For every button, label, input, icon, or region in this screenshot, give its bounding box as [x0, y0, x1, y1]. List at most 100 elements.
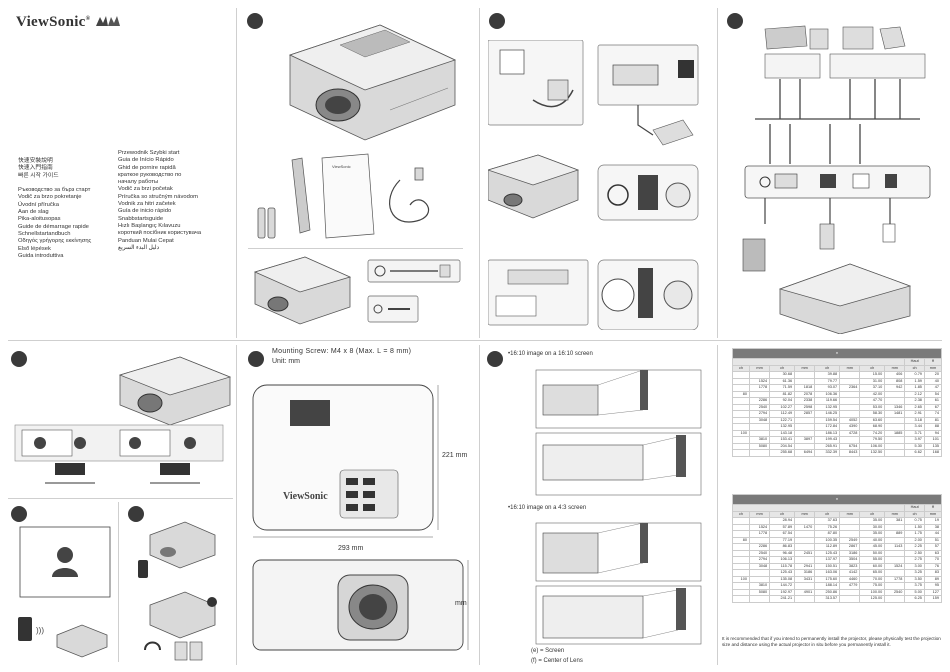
table-cell: 255.68 [769, 449, 796, 457]
svg-text:ViewSonic: ViewSonic [283, 491, 328, 502]
table-cell: 3431 [794, 575, 816, 583]
divider [717, 8, 718, 338]
step-number-icon [128, 506, 144, 522]
brand-name: ViewSonic [16, 14, 86, 30]
image-adjust-illustration [14, 356, 232, 484]
table-cell: 89 [923, 575, 943, 583]
language-left-item: Első lépések [18, 245, 51, 252]
language-right-item: Ghid de pornire rapidă [118, 164, 176, 171]
table-cell [732, 449, 750, 457]
table-cell: 83 [923, 569, 943, 577]
language-right-item: Panduan Mulai Cepat [118, 237, 174, 244]
table-cell [794, 536, 816, 544]
table1-header-ff: ff [931, 359, 934, 363]
table-cell [884, 549, 906, 557]
table-cell: 241.21 [769, 595, 796, 603]
table-cell [732, 595, 750, 603]
table-cell: 2549 [839, 536, 861, 544]
table-cell: 6.62 [904, 449, 925, 457]
table-cell [839, 517, 861, 525]
step-number-icon [248, 351, 264, 367]
language-right-item: Guia de Início Rápido [118, 157, 174, 164]
table-cell: 2286 [748, 543, 771, 551]
table-cell [884, 449, 906, 457]
table-cell: 38 [923, 523, 943, 531]
table-cell: 2540 [748, 549, 771, 557]
language-right-item: короткий посібник користувача [118, 230, 202, 237]
table-cell: 3810 [748, 582, 771, 590]
table-cell: 95 [923, 582, 943, 590]
bluetooth-audio-illustration [138, 521, 217, 661]
language-left-item: Aan de slag [18, 209, 49, 216]
language-left-item: 快速安裝說明 [18, 158, 53, 164]
svg-text:))): ))) [36, 626, 44, 635]
language-right-item: Hızlı Başlangıç Kılavuzu [118, 222, 181, 229]
language-right-item: краткое руководство по [118, 171, 182, 178]
table-cell: 332.39 [814, 449, 841, 457]
power-setup-illustration [253, 256, 461, 325]
table-unit-header: mm [794, 510, 816, 518]
divider [236, 8, 237, 338]
table-cell: 125.00 [859, 595, 886, 603]
table-cell: 313.57 [814, 595, 841, 603]
table-cell [884, 595, 906, 603]
table2-header-ff: ff [931, 505, 934, 509]
table-cell [839, 595, 861, 603]
table-cell: 3186 [794, 569, 816, 577]
table-cell: 1524 [884, 562, 906, 570]
screen-1610-diagram [535, 369, 702, 496]
table-cell [748, 449, 771, 457]
language-right-item: Guía de inicio rápido [118, 208, 172, 215]
table-cell [794, 582, 816, 590]
table-cell: 2451 [794, 549, 816, 557]
table-cell: 44 [923, 530, 943, 538]
accessories-illustration: ViewSonic [257, 153, 430, 239]
table-cell [884, 582, 906, 590]
table-cell: 57 [923, 543, 943, 551]
step-number-icon [247, 13, 263, 29]
mounting-dimensions-diagram: ViewSonic [252, 384, 469, 651]
language-left-item: Pika-aloitusopas [18, 216, 61, 223]
table-cell: 2540 [884, 588, 906, 596]
brand-logo: ViewSonic® [16, 14, 90, 31]
language-left-item: 快速入門指南 [18, 165, 53, 172]
language-right-item: Przewodnik Szybki start [118, 150, 180, 156]
table-cell: 1143 [884, 543, 906, 551]
screen-1610-title: •16:10 image on a 16:10 screen [508, 351, 593, 357]
table-cell: 3048 [748, 562, 771, 570]
table2-header-haut: Haut [910, 505, 919, 509]
language-right-item: Príručka so stručným návodom [118, 193, 198, 200]
table-cell: 19 [923, 517, 943, 525]
divider [8, 498, 233, 499]
table-cell: 63 [923, 549, 943, 557]
table-cell: 3186 [839, 549, 861, 557]
connection-steps-illustration [488, 40, 699, 330]
table-cell: 8443 [839, 449, 861, 457]
table-unit-header: mm [923, 510, 943, 518]
divider [118, 502, 119, 662]
installation-note: It is recommended that if you intend to … [722, 636, 941, 647]
screen-43-title: •16:10 image on a 4:3 screen [508, 505, 587, 511]
table-cell [748, 595, 771, 603]
divider [479, 8, 480, 338]
svg-text:ViewSonic: ViewSonic [332, 164, 351, 169]
language-left-item: Guida introduttiva [18, 252, 64, 259]
table2-header-n: n [835, 496, 839, 501]
table-cell [884, 569, 906, 577]
table-cell: 1778 [884, 575, 906, 583]
language-left-item [18, 180, 91, 187]
table-cell [794, 556, 816, 564]
language-right-item: Vodič za brzi početak [118, 186, 173, 193]
dimension-height: 221 mm [442, 452, 468, 459]
